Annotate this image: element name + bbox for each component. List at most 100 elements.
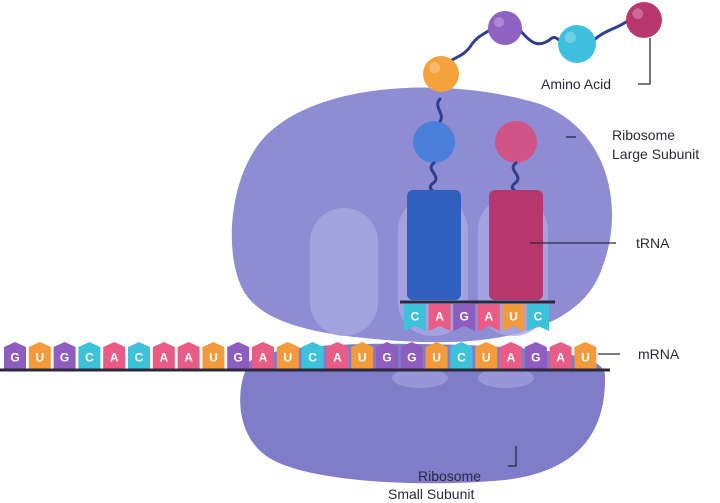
anticodon-nucleotide: C bbox=[527, 304, 549, 331]
mrna-nucleotide: U bbox=[351, 342, 374, 369]
nucleotide-letter: C bbox=[85, 351, 94, 365]
nucleotide-shape bbox=[177, 342, 200, 369]
nucleotide-shape bbox=[502, 304, 525, 331]
nucleotide-shape bbox=[574, 342, 597, 369]
nucleotide-shape bbox=[128, 342, 150, 369]
nucleotide-shape bbox=[500, 342, 522, 369]
nucleotide-letter: G bbox=[234, 351, 243, 365]
nucleotide-letter: G bbox=[10, 351, 19, 365]
nucleotide-shape bbox=[4, 342, 26, 369]
amino-acid-leader-line bbox=[638, 38, 651, 85]
mrna-nucleotide: U bbox=[425, 342, 448, 369]
mrna-nucleotide: A bbox=[500, 342, 522, 369]
mrna-nucleotide: G bbox=[524, 342, 547, 369]
nucleotide-shape bbox=[227, 342, 250, 369]
sphere-highlight bbox=[564, 31, 577, 44]
mrna-nucleotide: U bbox=[276, 342, 299, 369]
nucleotide-shape bbox=[152, 342, 175, 369]
nucleotide-shape bbox=[428, 304, 451, 331]
mrna-label: mRNA bbox=[638, 346, 680, 362]
nucleotide-shape bbox=[78, 342, 101, 369]
trna-stem bbox=[436, 97, 443, 126]
nucleotide-letter: U bbox=[35, 351, 44, 365]
mrna-nucleotide: U bbox=[475, 342, 498, 369]
nucleotide-letter: A bbox=[259, 351, 268, 365]
anticodon-nucleotide: G bbox=[453, 304, 476, 331]
anticodon-nucleotide: C bbox=[404, 304, 426, 331]
nucleotide-shape bbox=[28, 342, 51, 369]
nucleotide-shape bbox=[301, 342, 324, 369]
amino-acid-purple bbox=[488, 11, 522, 45]
small-subunit-label: Ribosome bbox=[418, 468, 481, 484]
nucleotide-shape bbox=[549, 342, 572, 369]
peptide-bond bbox=[518, 28, 564, 46]
nucleotide-letter: C bbox=[135, 351, 144, 365]
nucleotide-letter: U bbox=[209, 351, 218, 365]
nucleotide-shape bbox=[376, 342, 398, 369]
nucleotide-shape bbox=[53, 342, 76, 369]
nucleotide-letter: U bbox=[581, 351, 590, 365]
nucleotide-shape bbox=[404, 304, 426, 331]
mrna-nucleotide: A bbox=[326, 342, 349, 369]
trna-amino-acid-magenta bbox=[495, 121, 537, 163]
nucleotide-shape bbox=[425, 342, 448, 369]
nucleotide-letter: A bbox=[159, 351, 168, 365]
nucleotide-letter: U bbox=[358, 351, 367, 365]
nucleotide-letter: A bbox=[435, 310, 444, 324]
amino-acid-cyan bbox=[558, 25, 596, 63]
nucleotide-letter: G bbox=[60, 351, 69, 365]
mrna-nucleotide: G bbox=[400, 342, 423, 369]
nucleotide-shape bbox=[477, 304, 500, 331]
nucleotide-letter: G bbox=[407, 351, 416, 365]
nucleotide-shape bbox=[103, 342, 126, 369]
mrna-nucleotide: A bbox=[177, 342, 200, 369]
mrna-nucleotide: A bbox=[103, 342, 126, 369]
nucleotide-letter: A bbox=[110, 351, 119, 365]
amino-acid-label: Amino Acid bbox=[541, 76, 611, 92]
ribosome-site-shadow bbox=[478, 368, 534, 388]
mrna-nucleotide: G bbox=[376, 342, 398, 369]
trna-label: tRNA bbox=[636, 235, 670, 251]
nucleotide-shape bbox=[276, 342, 299, 369]
nucleotide-letter: U bbox=[509, 310, 518, 324]
nucleotide-shape bbox=[202, 342, 225, 369]
nucleotide-letter: G bbox=[382, 351, 391, 365]
mrna-nucleotide: U bbox=[202, 342, 225, 369]
mrna-nucleotide: A bbox=[152, 342, 175, 369]
nucleotide-letter: C bbox=[534, 310, 543, 324]
nucleotide-letter: A bbox=[507, 351, 516, 365]
trna-body-blue bbox=[407, 190, 461, 300]
nucleotide-shape bbox=[326, 342, 349, 369]
amino-acid-magenta bbox=[626, 2, 662, 38]
mrna-nucleotide: A bbox=[252, 342, 274, 369]
nucleotide-shape bbox=[450, 342, 473, 369]
peptide-bond bbox=[590, 20, 628, 44]
amino-acid-orange bbox=[423, 56, 459, 92]
mrna-nucleotide: C bbox=[128, 342, 150, 369]
nucleotide-shape bbox=[252, 342, 274, 369]
mrna-nucleotide: G bbox=[227, 342, 250, 369]
mrna-nucleotide: A bbox=[549, 342, 572, 369]
mrna-nucleotide: G bbox=[53, 342, 76, 369]
nucleotide-shape bbox=[475, 342, 498, 369]
large-subunit-label: Ribosome bbox=[612, 127, 675, 143]
nucleotide-letter: G bbox=[531, 351, 540, 365]
anticodon-nucleotide: U bbox=[502, 304, 525, 331]
nucleotide-shape bbox=[453, 304, 476, 331]
sphere-highlight bbox=[493, 16, 505, 28]
mrna-nucleotide: U bbox=[28, 342, 51, 369]
mrna-nucleotide: G bbox=[4, 342, 26, 369]
nucleotide-letter: U bbox=[482, 351, 491, 365]
nucleotide-shape bbox=[527, 304, 549, 331]
nucleotide-letter: G bbox=[460, 310, 469, 324]
mrna-nucleotide: C bbox=[301, 342, 324, 369]
sphere-highlight bbox=[632, 8, 644, 20]
nucleotide-letter: C bbox=[308, 351, 317, 365]
nucleotide-letter: A bbox=[556, 351, 565, 365]
anticodon-nucleotide: A bbox=[428, 304, 451, 331]
nucleotide-letter: C bbox=[411, 310, 420, 324]
mrna-nucleotide: C bbox=[450, 342, 473, 369]
large-subunit-label: Large Subunit bbox=[612, 146, 699, 162]
nucleotide-letter: A bbox=[333, 351, 342, 365]
trna-amino-acid-blue bbox=[413, 121, 455, 163]
